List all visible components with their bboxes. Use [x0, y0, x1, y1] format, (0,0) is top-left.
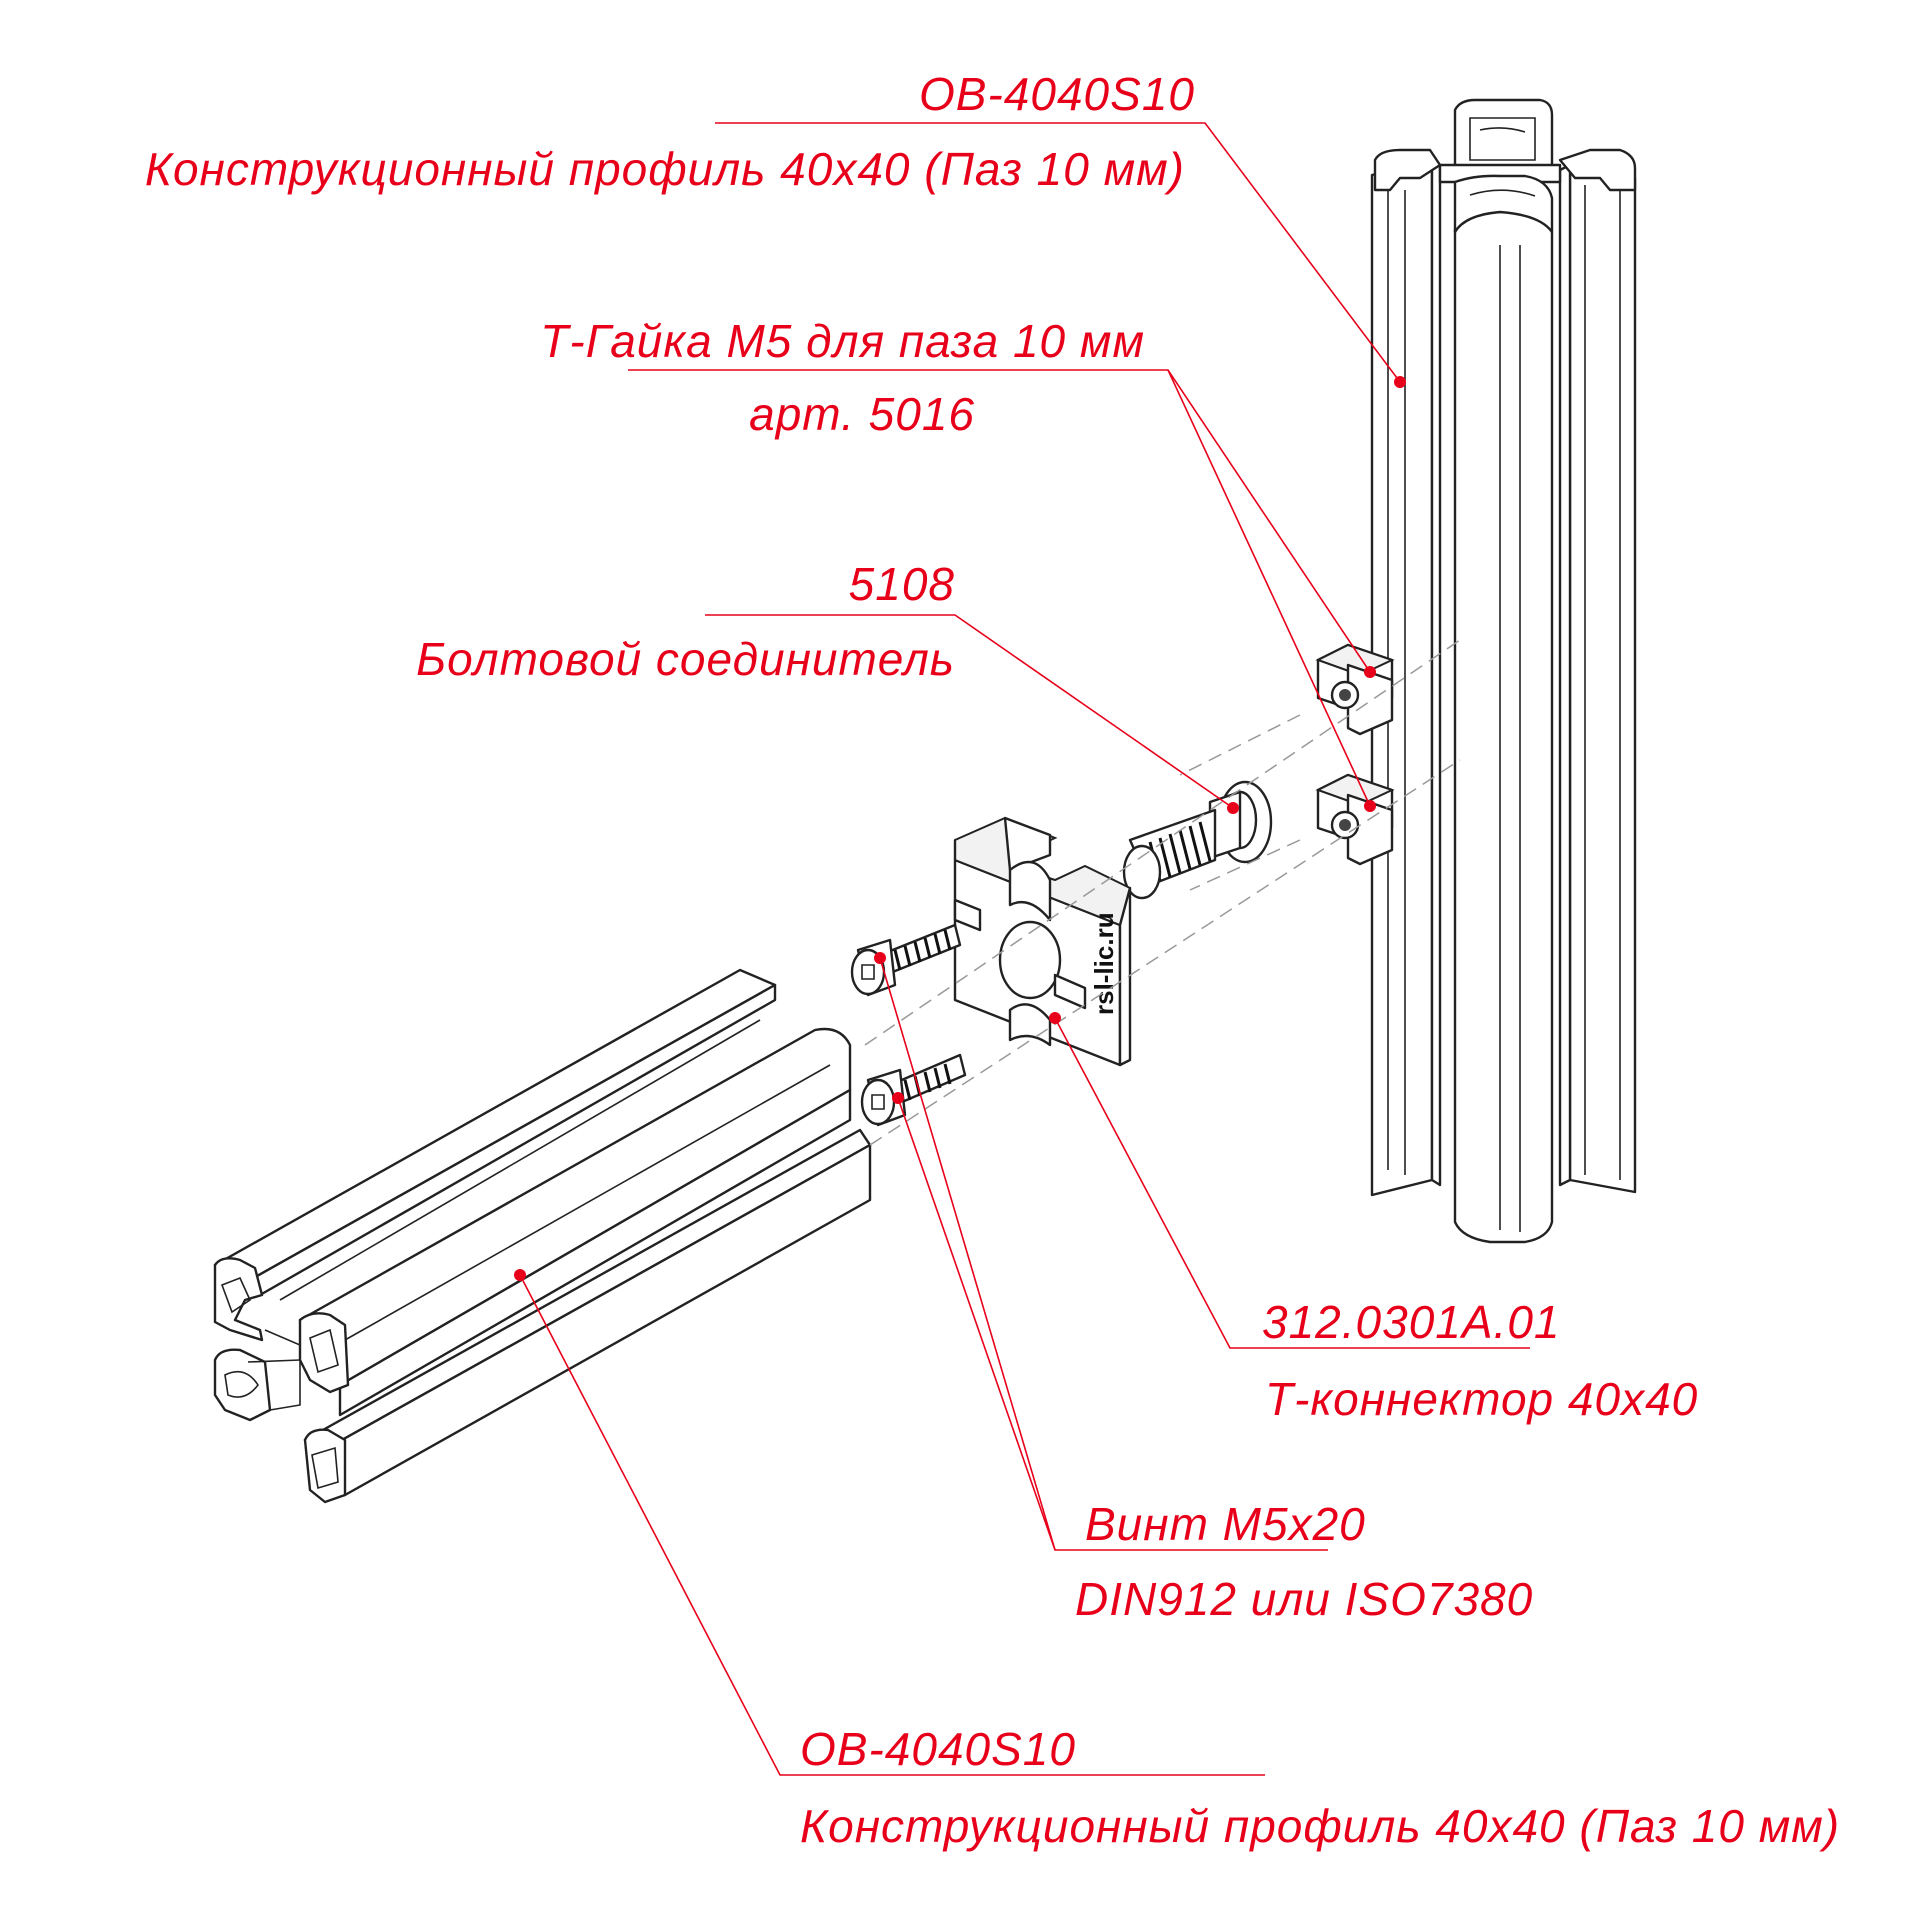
t-connector-desc: Т-коннектор 40х40: [1265, 1373, 1698, 1425]
vertical-profile: [1370, 98, 1637, 1244]
t-nut-upper: [1315, 643, 1395, 736]
profile-bottom-desc: Конструкционный профиль 40х40 (Паз 10 мм…: [800, 1800, 1840, 1852]
bolt-connector-code: 5108: [849, 558, 955, 610]
screw-standard: DIN912 или ISO7380: [1075, 1573, 1533, 1625]
profile-top-desc: Конструкционный профиль 40х40 (Паз 10 мм…: [145, 143, 1185, 195]
profile-top-code: OB-4040S10: [919, 68, 1195, 120]
t-connector-code: 312.0301A.01: [1262, 1296, 1561, 1348]
horizontal-profile: [213, 968, 872, 1504]
tnut-title: Т-Гайка М5 для паза 10 мм: [540, 315, 1145, 367]
screw-upper: [850, 923, 962, 997]
labels: OB-4040S10 Конструкционный профиль 40х40…: [145, 68, 1840, 1852]
leader-lines: [514, 122, 1530, 1776]
profile-bottom-code: OB-4040S10: [800, 1723, 1076, 1775]
screw-lower: [860, 1053, 967, 1127]
bolt-connector-desc: Болтовой соединитель: [416, 633, 955, 685]
brand-mark: rsl-lic.ru: [1089, 912, 1119, 1015]
assembly-axes: [864, 639, 1461, 1146]
t-nut-lower: [1315, 773, 1395, 866]
t-connector: rsl-lic.ru: [953, 816, 1132, 1067]
bolt-connector: [1122, 780, 1273, 900]
tnut-art: арт. 5016: [749, 388, 975, 440]
screw-title: Винт М5х20: [1085, 1498, 1366, 1550]
